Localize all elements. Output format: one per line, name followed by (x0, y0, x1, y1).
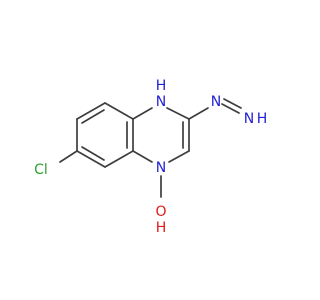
atom-n-diazene-1: N (211, 94, 221, 110)
bond-n1-c2 (166, 107, 190, 120)
atom-n1-hydrogen: H (156, 78, 167, 94)
bond-c8-c7 (76, 102, 106, 120)
atom-n-diazene-2: N (244, 111, 254, 127)
atom-o-hydrogen: H (156, 220, 167, 236)
bond-n4-c4a (132, 150, 153, 163)
bond-c2-n (188, 107, 209, 120)
bonds (59, 98, 242, 198)
bond-c6-cl (59, 150, 78, 163)
atom-o: O (155, 204, 166, 220)
bond-c6-c5-inner (81, 146, 105, 161)
atom-n-diazene-2-hydrogen: H (257, 111, 268, 127)
structure-diagram: N H N O H Cl N N H (34, 78, 267, 236)
bond-n-n-b (221, 103, 240, 114)
bond-c3-n4 (168, 150, 190, 163)
bond-c5-c4a (104, 150, 134, 168)
atom-cl: Cl (34, 162, 48, 178)
atom-n4: N (156, 160, 166, 176)
atom-n1-symbol: N (156, 94, 166, 110)
bond-c8-c7-inner (81, 109, 105, 124)
bond-c8a-c8 (104, 102, 134, 120)
bond-c8a-n1 (132, 107, 153, 120)
atom-n1: N (156, 94, 166, 110)
bond-n-n-a (223, 98, 242, 109)
bond-c6-c5 (76, 150, 106, 168)
atom-labels: N H N O H Cl N N H (34, 78, 267, 236)
